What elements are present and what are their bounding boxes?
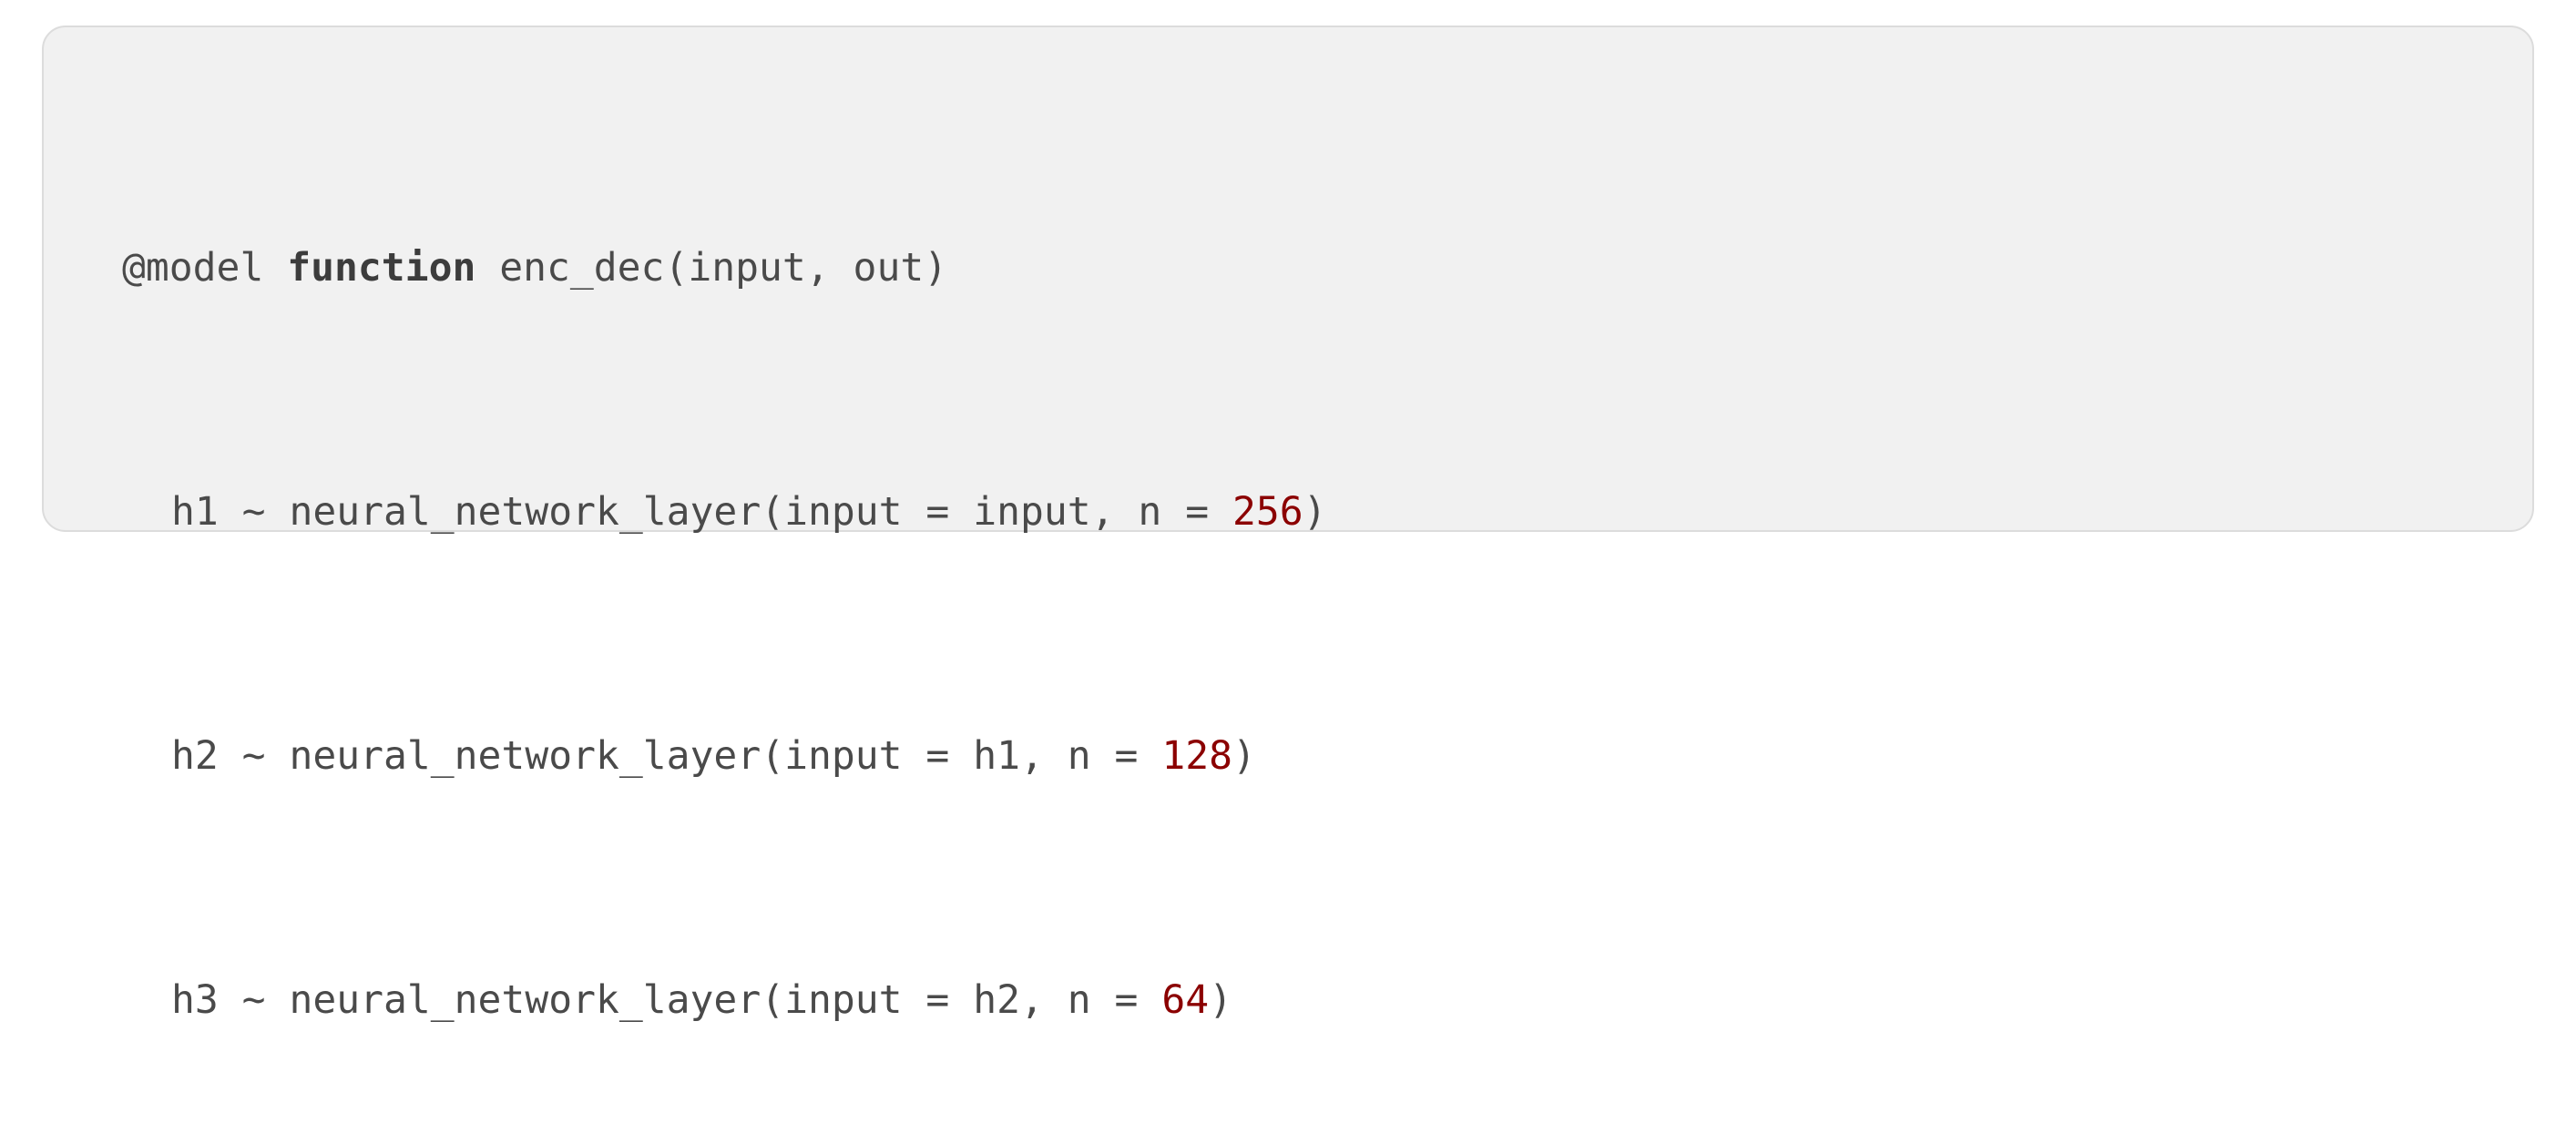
- function-keyword-token: function: [287, 245, 476, 291]
- layer-h1-expression: h1 ~ neural_network_layer(input = input,…: [171, 489, 1232, 535]
- function-signature-token: enc_dec(input, out): [475, 245, 948, 291]
- layer-h2-expression: h2 ~ neural_network_layer(input = h1, n …: [171, 733, 1162, 779]
- code-line-2: h1 ~ neural_network_layer(input = input,…: [44, 482, 1327, 543]
- layer-h3-units-number: 64: [1161, 977, 1210, 1023]
- layer-h3-close-paren: ): [1209, 977, 1232, 1023]
- layer-h2-close-paren: ): [1232, 733, 1256, 779]
- space-token: [263, 245, 287, 291]
- layer-h3-expression: h3 ~ neural_network_layer(input = h2, n …: [171, 977, 1162, 1023]
- layer-h1-units-number: 256: [1232, 489, 1303, 535]
- code-line-1: @model function enc_dec(input, out): [44, 238, 1327, 299]
- code-line-4: h3 ~ neural_network_layer(input = h2, n …: [44, 970, 1327, 1031]
- model-macro-token: @model: [122, 245, 264, 291]
- layer-h2-units-number: 128: [1161, 733, 1232, 779]
- layer-h1-close-paren: ): [1303, 489, 1327, 535]
- code-line-3: h2 ~ neural_network_layer(input = h1, n …: [44, 726, 1327, 787]
- code-block-container: @model function enc_dec(input, out) h1 ~…: [42, 26, 2534, 1023]
- code-listing: @model function enc_dec(input, out) h1 ~…: [44, 27, 1327, 1144]
